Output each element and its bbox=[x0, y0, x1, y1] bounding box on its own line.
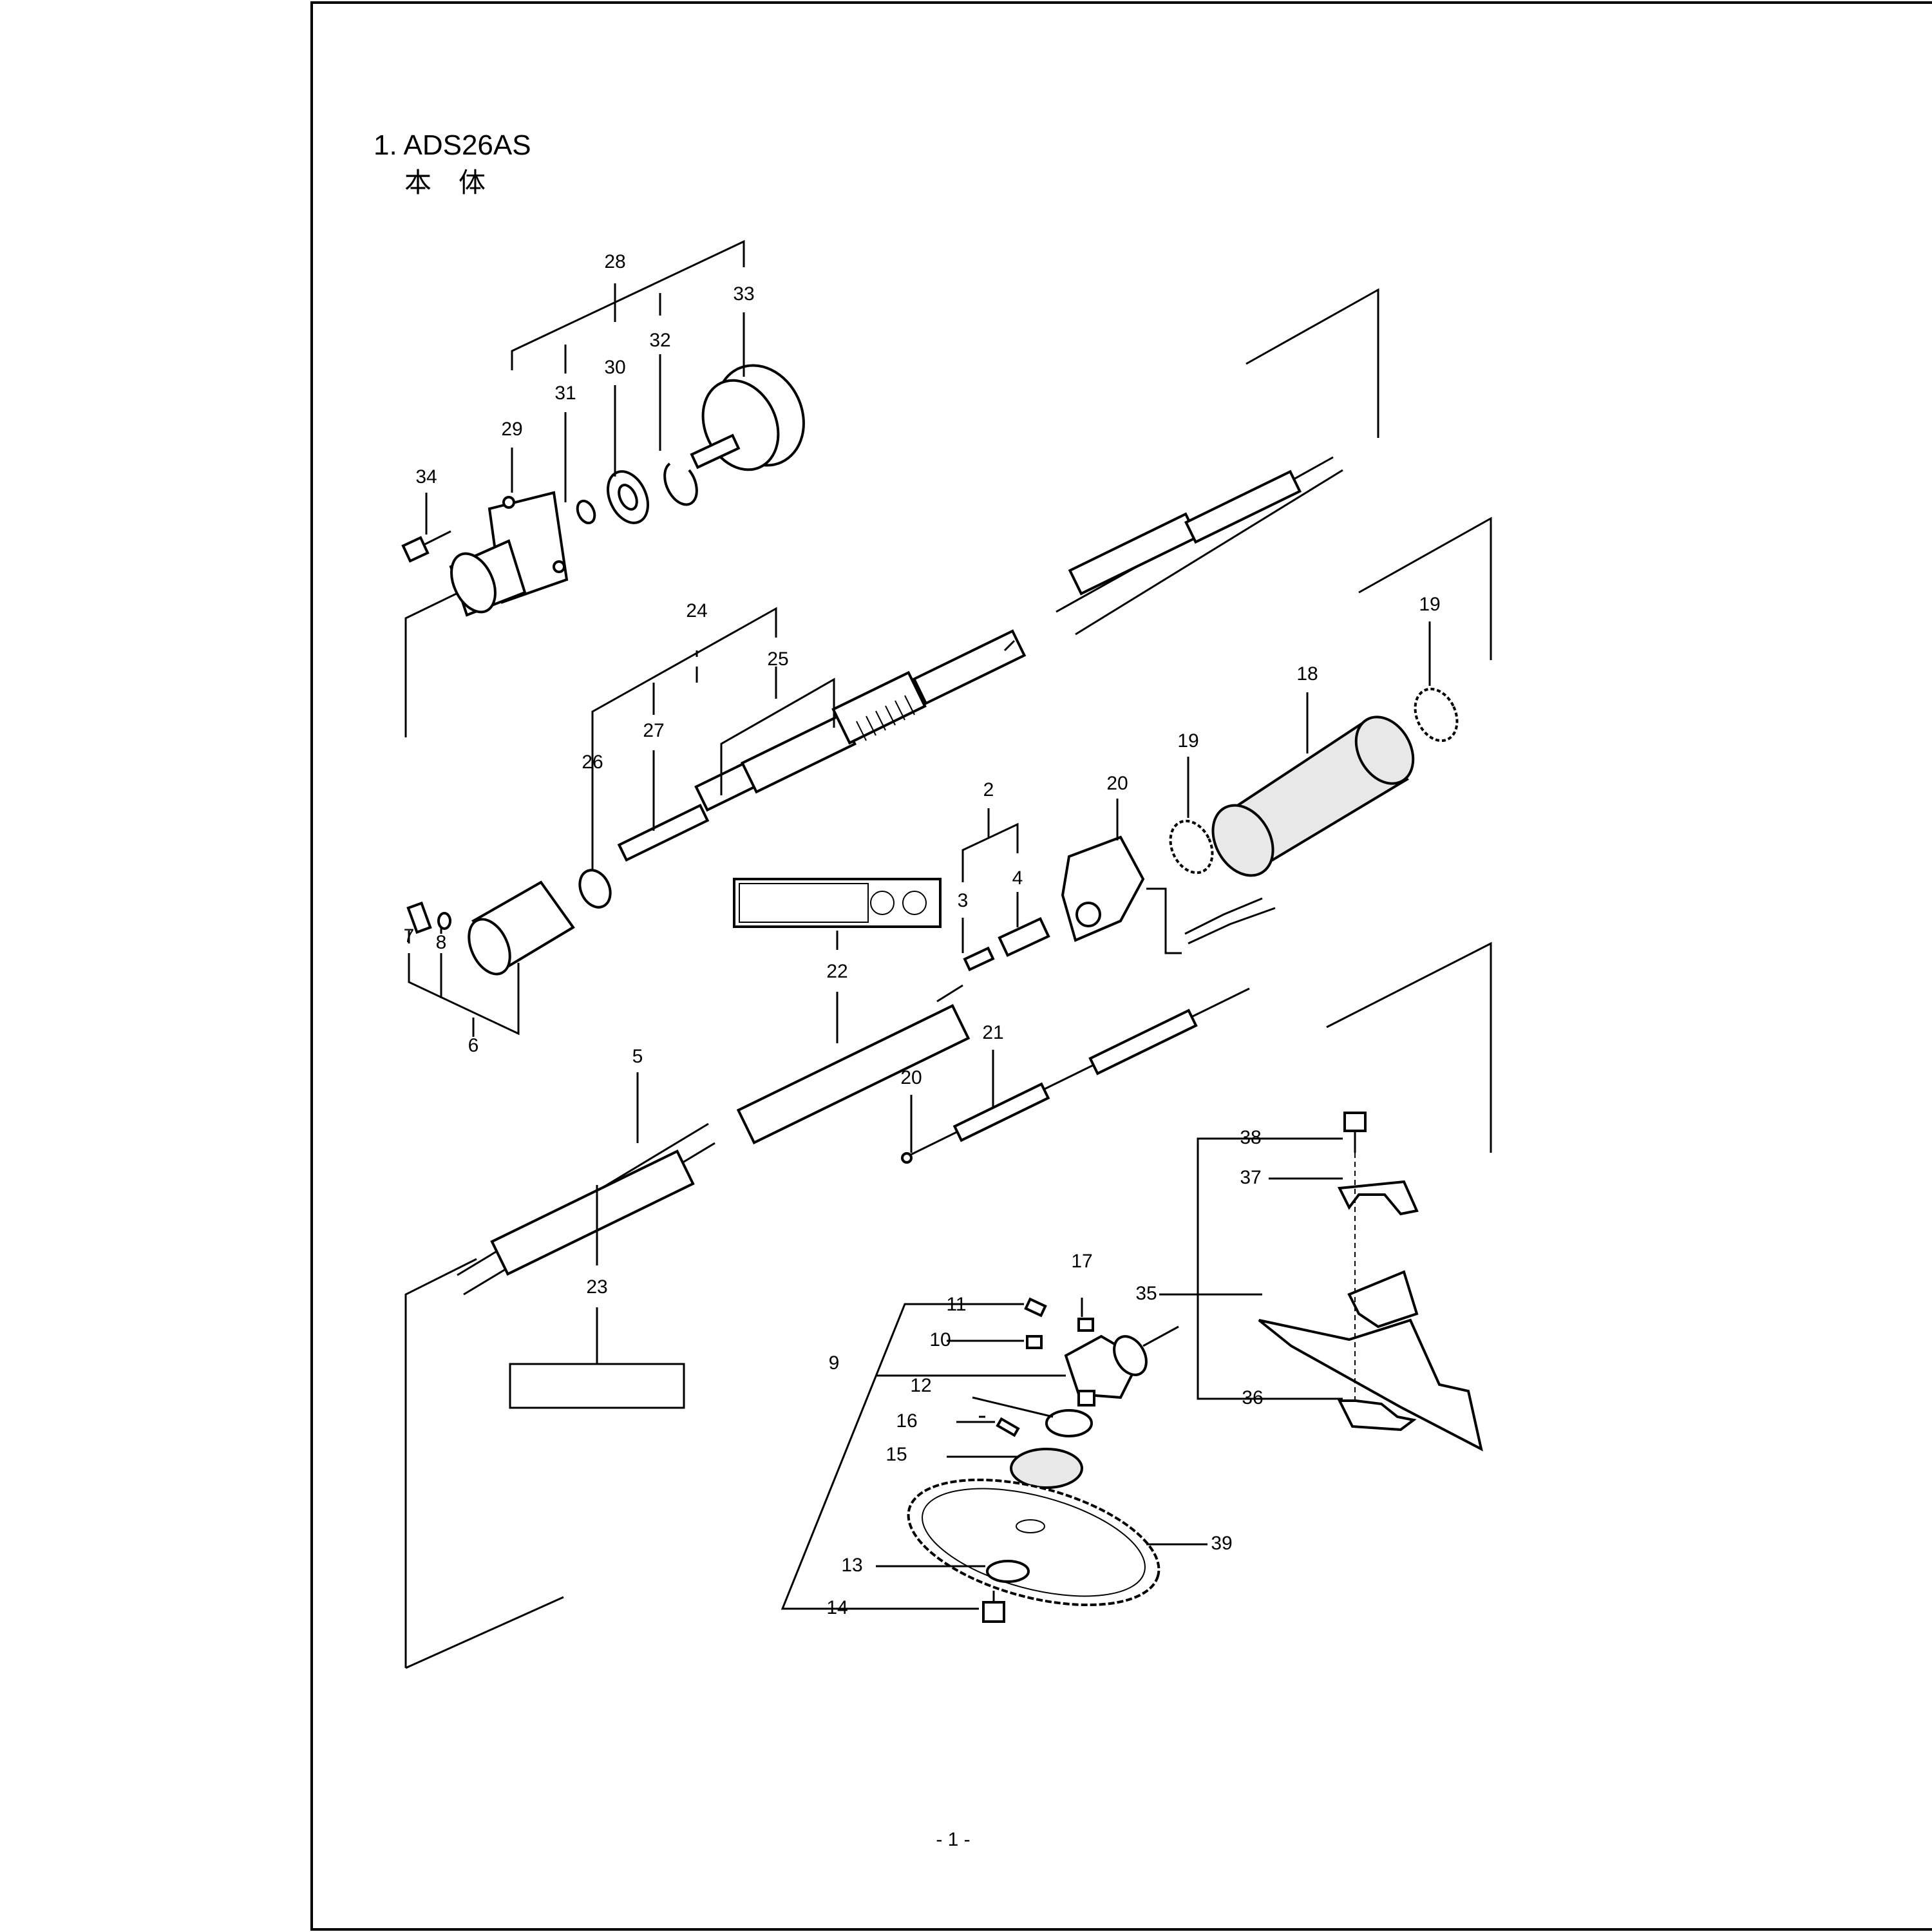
callout-39: 38 bbox=[1240, 1127, 1261, 1148]
callout-37: 36 bbox=[1242, 1387, 1263, 1408]
callout-27: 26 bbox=[582, 752, 603, 773]
callout-11: 11 bbox=[946, 1294, 966, 1315]
callout-23: 22 bbox=[826, 961, 848, 982]
callout-17: 17 bbox=[1071, 1251, 1092, 1272]
part-38-clamp-upper bbox=[1337, 1180, 1419, 1216]
callout-8: 8 bbox=[436, 932, 447, 953]
part-23-warning-decal bbox=[733, 878, 942, 928]
callout-12: 12 bbox=[910, 1375, 931, 1396]
part-31-bearing bbox=[607, 470, 649, 524]
callout-5: 5 bbox=[632, 1046, 643, 1067]
callout-28: 27 bbox=[643, 720, 664, 741]
part-8-washer bbox=[437, 912, 451, 930]
callout-29: 28 bbox=[604, 251, 625, 272]
part-22-throttle-cable bbox=[907, 987, 1250, 1157]
callout-7: 7 bbox=[404, 925, 415, 947]
part-11-bolt bbox=[1024, 1297, 1047, 1318]
part-40-saw-blade bbox=[907, 1478, 1160, 1607]
callout-18: 18 bbox=[1296, 663, 1318, 685]
part-19-grip-ring-b bbox=[1414, 687, 1459, 743]
cut-bracket-middle bbox=[1358, 516, 1492, 660]
part-12-holder bbox=[1045, 1409, 1093, 1437]
callout-22: 21 bbox=[982, 1022, 1003, 1043]
callout-26: 25 bbox=[767, 649, 788, 670]
callout-30: 29 bbox=[501, 419, 522, 440]
callout-13: 13 bbox=[841, 1555, 862, 1576]
part-14-nut bbox=[982, 1591, 1005, 1623]
part-5-main-shaft-pipe bbox=[457, 984, 971, 1296]
callout-24: 23 bbox=[586, 1276, 607, 1298]
callout-38: 37 bbox=[1240, 1167, 1261, 1188]
cut-bracket-lower bbox=[404, 942, 1492, 1669]
callout-6: 6 bbox=[468, 1035, 479, 1056]
callout-2: 2 bbox=[983, 779, 994, 800]
part-7-screw bbox=[406, 901, 432, 934]
page-subtitle: 本 体 bbox=[404, 167, 486, 198]
callout-19b: 19 bbox=[1177, 730, 1198, 752]
part-39-bolt bbox=[1343, 1112, 1367, 1404]
part-36-blade-guard bbox=[1258, 1270, 1483, 1452]
part-3-stud bbox=[963, 946, 995, 972]
part-20-throttle-housing bbox=[1061, 835, 1276, 954]
part-15-cover bbox=[1010, 1448, 1083, 1489]
callouts: 28 33 32 30 31 29 34 24 25 27 26 19 18 1… bbox=[404, 251, 1441, 1618]
callout-3: 3 bbox=[958, 890, 969, 911]
part-37-clamp-lower bbox=[1337, 1399, 1417, 1432]
part-17-bolt bbox=[1077, 1318, 1094, 1332]
drive-shaft-spring bbox=[856, 695, 915, 741]
part-4-coupling bbox=[998, 916, 1050, 958]
page-title: 1. ADS26AS bbox=[374, 129, 531, 161]
callout-25: 24 bbox=[686, 600, 707, 621]
leader-lines bbox=[408, 240, 1431, 1610]
callout-16: 16 bbox=[896, 1410, 917, 1432]
callout-33: 32 bbox=[649, 330, 670, 351]
part-16-pin bbox=[996, 1417, 1020, 1437]
part-18-handle-grip bbox=[1211, 715, 1415, 877]
page-number: - 1 - bbox=[936, 1829, 970, 1850]
callout-14: 14 bbox=[826, 1597, 848, 1618]
part-10-bolt bbox=[1026, 1335, 1043, 1349]
callout-40: 39 bbox=[1211, 1533, 1232, 1554]
part-21-cable-end bbox=[901, 1152, 913, 1164]
callout-32: 31 bbox=[554, 383, 576, 404]
part-35-bolt bbox=[401, 530, 451, 563]
callout-19a: 19 bbox=[1419, 594, 1440, 615]
part-19-grip-ring-a bbox=[1169, 819, 1214, 875]
part-9-gear-case bbox=[1064, 1325, 1179, 1406]
callout-15: 15 bbox=[886, 1444, 907, 1465]
part-27-o-ring bbox=[578, 869, 612, 909]
part-24-label-box bbox=[509, 1363, 685, 1409]
callout-36: 35 bbox=[1135, 1283, 1157, 1304]
callout-21: 20 bbox=[900, 1067, 922, 1088]
part-32-snap-ring bbox=[576, 499, 596, 525]
page-border bbox=[310, 1, 1932, 1931]
callout-31: 30 bbox=[604, 357, 625, 378]
part-25-drive-shaft-assembly bbox=[617, 629, 1027, 862]
callout-9: 9 bbox=[829, 1352, 840, 1374]
callout-4: 4 bbox=[1012, 867, 1023, 889]
part-13-washer bbox=[986, 1560, 1030, 1583]
part-33-circlip bbox=[663, 462, 698, 506]
callout-10: 10 bbox=[929, 1329, 951, 1350]
callout-34: 33 bbox=[733, 283, 754, 305]
callout-20: 20 bbox=[1106, 773, 1128, 794]
callout-35: 34 bbox=[415, 466, 437, 488]
part-34-clutch-drum bbox=[690, 364, 805, 471]
part-6-handle-housing bbox=[468, 880, 575, 976]
upper-shaft-pipe bbox=[1056, 456, 1343, 636]
part-30-clutch-housing bbox=[449, 491, 569, 617]
